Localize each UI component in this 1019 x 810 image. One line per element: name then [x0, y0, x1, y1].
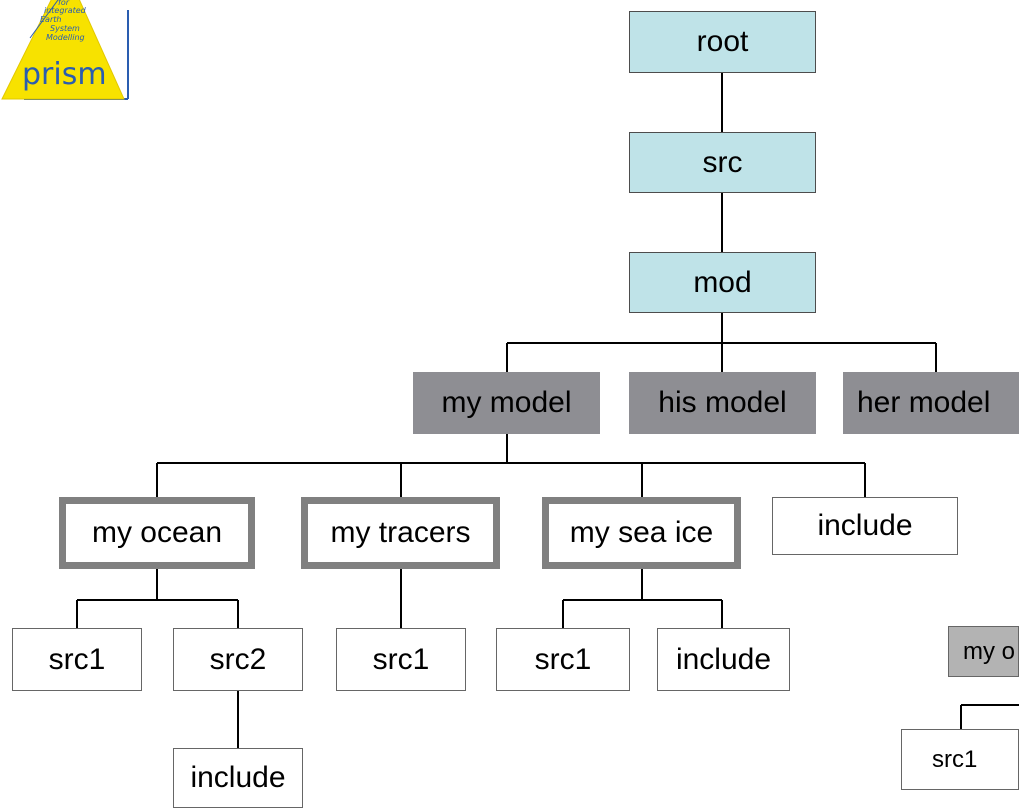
- node-label: my tracers: [330, 516, 471, 549]
- node-include: include: [772, 497, 958, 555]
- logo-tagline-line: Modelling: [46, 33, 85, 42]
- node-her-model: her model: [843, 372, 1019, 434]
- node-label: include: [817, 509, 913, 542]
- node-partial-src1: src1: [901, 729, 1019, 790]
- node-my-model: my model: [413, 372, 600, 434]
- logo-tagline-line: integrated: [44, 6, 87, 15]
- node-partial-my-ocean: my o: [948, 626, 1019, 677]
- logo-tagline-line: for: [58, 0, 70, 7]
- node-label: include: [190, 761, 286, 794]
- prism-logo-icon: for integrated Earth System Modelling pr…: [1, 0, 129, 100]
- node-src: src: [629, 132, 816, 193]
- node-ocean-src1: src1: [12, 628, 142, 691]
- node-my-tracers: my tracers: [301, 497, 500, 569]
- node-label: my model: [441, 386, 572, 419]
- node-label: mod: [693, 265, 752, 299]
- node-label: his model: [658, 386, 787, 419]
- node-label: root: [696, 25, 749, 58]
- node-label: src1: [372, 642, 430, 676]
- logo-tagline-line: Earth: [40, 15, 61, 24]
- node-src2-include: include: [173, 748, 303, 808]
- node-mod: mod: [629, 252, 816, 313]
- node-label: src: [702, 145, 743, 179]
- node-label: src2: [209, 642, 267, 676]
- node-label: my o: [963, 637, 1016, 665]
- node-tracers-src1: src1: [336, 628, 466, 691]
- node-label: src1: [534, 642, 592, 676]
- node-seaice-include: include: [657, 628, 790, 691]
- node-my-ocean: my ocean: [59, 497, 255, 569]
- logo-wordmark: prism: [22, 57, 107, 92]
- node-my-sea-ice: my sea ice: [542, 497, 741, 569]
- logo-tagline-line: System: [50, 24, 80, 33]
- node-label: src1: [932, 745, 978, 773]
- node-ocean-src2: src2: [173, 628, 303, 691]
- node-root: root: [629, 11, 816, 73]
- node-label: my ocean: [91, 516, 223, 549]
- node-seaice-src1: src1: [496, 628, 630, 691]
- node-label: src1: [48, 642, 106, 676]
- node-his-model: his model: [629, 372, 816, 434]
- prism-logo: for integrated Earth System Modelling pr…: [0, 0, 130, 102]
- node-label: her model: [857, 386, 991, 419]
- node-label: my sea ice: [569, 516, 714, 549]
- node-label: include: [675, 642, 772, 676]
